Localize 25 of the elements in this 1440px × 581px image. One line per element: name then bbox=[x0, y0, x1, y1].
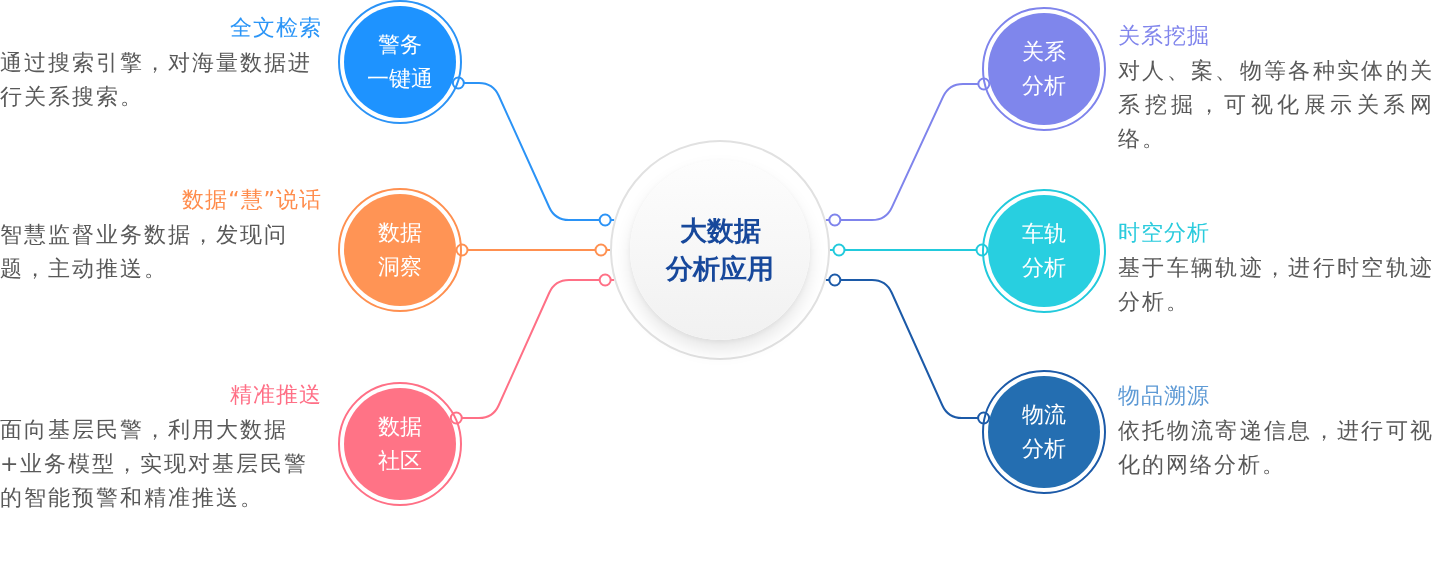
connector bbox=[829, 243, 989, 257]
circle-label: 数据社区 bbox=[377, 413, 423, 475]
connector bbox=[449, 273, 616, 425]
topic-description: 基于车辆轨迹，进行时空轨迹分析。 bbox=[1118, 254, 1434, 316]
circle-label: 数据洞察 bbox=[377, 219, 423, 281]
topic-title: 关系挖掘 bbox=[1118, 22, 1210, 50]
topic-title: 时空分析 bbox=[1118, 219, 1210, 247]
topic-title: 精准推送 bbox=[230, 381, 322, 409]
circle-label: 关系分析 bbox=[1021, 38, 1067, 100]
topic-description: 对人、案、物等各种实体的关系挖掘，可视化展示关系网络。 bbox=[1118, 57, 1434, 153]
circle-label: 警务一键通 bbox=[366, 31, 434, 93]
topic-description: 通过搜索引擎，对海量数据进行关系搜索。 bbox=[0, 49, 313, 111]
connector bbox=[824, 77, 991, 227]
topic-title: 全文检索 bbox=[230, 14, 322, 42]
hub-label: 大数据分析应用 bbox=[665, 214, 775, 286]
circle-label: 物流分析 bbox=[1021, 401, 1067, 463]
topic-title: 物品溯源 bbox=[1118, 382, 1210, 410]
connector bbox=[455, 243, 611, 257]
topic-title: 数据“慧”说话 bbox=[182, 186, 322, 214]
topic-description: 面向基层民警，利用大数据+业务模型，实现对基层民警的智能预警和精准推送。 bbox=[0, 416, 310, 512]
connector bbox=[451, 76, 616, 227]
topic-description: 依托物流寄递信息，进行可视化的网络分析。 bbox=[1118, 417, 1434, 479]
circle-label: 车轨分析 bbox=[1021, 220, 1067, 282]
topic-description: 智慧监督业务数据，发现问题，主动推送。 bbox=[0, 221, 289, 283]
connector bbox=[824, 273, 991, 425]
